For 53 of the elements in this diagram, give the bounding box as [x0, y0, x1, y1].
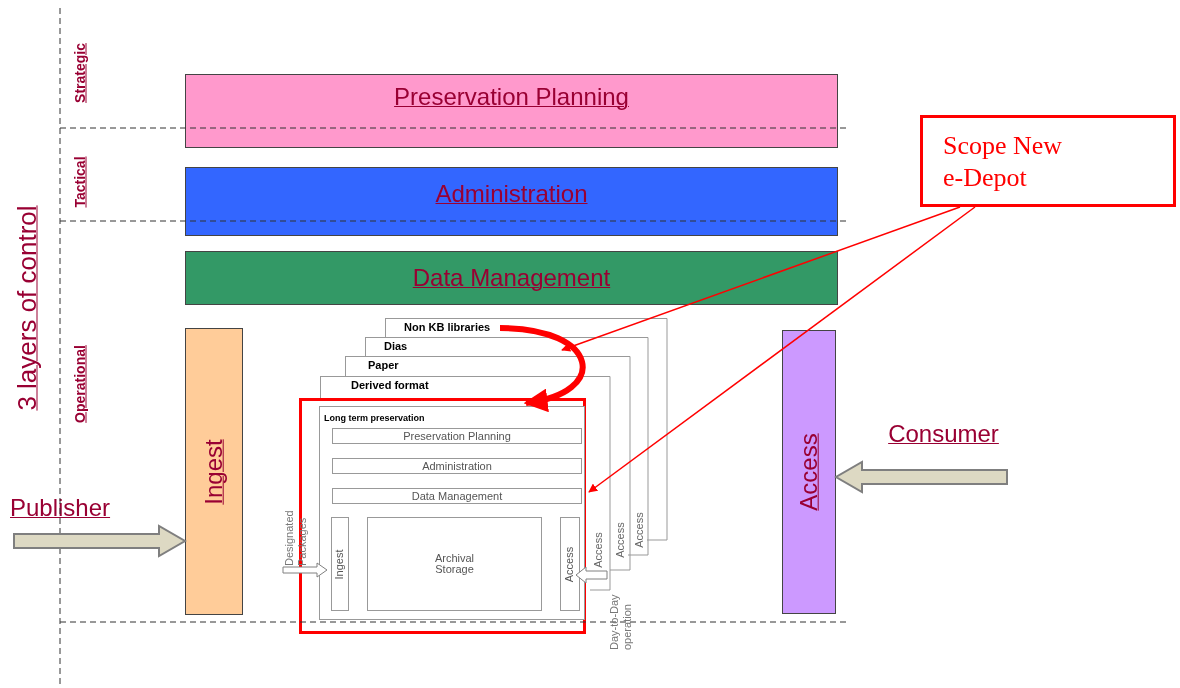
storage-box	[367, 517, 542, 611]
sheet	[319, 406, 585, 620]
function-title: Ingest	[334, 549, 346, 579]
band-box	[185, 74, 838, 148]
layer-title: Data Management	[411, 490, 503, 502]
actor-label: Consumer	[888, 419, 999, 449]
callout-box	[920, 115, 1176, 207]
highlight-frame	[299, 398, 586, 634]
layer-box	[332, 458, 582, 474]
flow-label: Designated Packages	[283, 509, 309, 566]
function-box	[560, 517, 580, 611]
layer-label: Operational	[70, 345, 89, 423]
layer-title: Preservation Planning	[403, 430, 511, 442]
layer-box	[332, 488, 582, 504]
axis-title: 3 layers of control	[10, 205, 43, 411]
storage-title: Archival Storage	[433, 553, 476, 575]
layer-label: Tactical	[70, 156, 89, 208]
flow-label: Day-to-Day operation	[608, 593, 634, 650]
sheet-tab	[365, 337, 475, 356]
layer-label: Strategic	[70, 43, 89, 103]
curved-arrow	[499, 325, 586, 411]
band-box	[185, 167, 838, 236]
column-box	[782, 330, 836, 614]
band-box	[185, 251, 838, 305]
sheet-tab	[385, 318, 500, 337]
column-box	[185, 328, 243, 615]
block-arrow	[834, 460, 1008, 494]
layer-title: Administration	[422, 460, 492, 472]
leader-line	[561, 206, 961, 352]
sheet-tab	[345, 356, 455, 376]
sheet-tab	[320, 376, 450, 398]
function-box	[331, 517, 349, 611]
block-arrow	[282, 562, 328, 578]
sheet-title: Long term preservation	[324, 414, 425, 423]
function-title: Access	[564, 546, 576, 582]
column-title: Access	[794, 433, 823, 511]
band-title: Administration	[435, 179, 588, 209]
block-arrow	[13, 524, 187, 558]
sheet-title: Derived format	[351, 379, 429, 392]
actor-label: Publisher	[10, 493, 111, 523]
band-title: Data Management	[412, 263, 611, 293]
leader-line	[588, 206, 976, 493]
band-title: Preservation Planning	[394, 82, 629, 112]
strip-label: Access	[590, 532, 605, 568]
column-title: Ingest	[199, 438, 228, 505]
sheet-title: Dias	[384, 340, 408, 353]
strip-label: Access	[612, 522, 627, 558]
sheet-title: Non KB libraries	[404, 321, 491, 334]
strip-label: Access	[631, 512, 646, 548]
block-arrow	[575, 566, 608, 584]
sheet-title: Paper	[368, 359, 399, 372]
layer-box	[332, 428, 582, 444]
callout-text: Scope New e-Depot	[943, 130, 1064, 194]
